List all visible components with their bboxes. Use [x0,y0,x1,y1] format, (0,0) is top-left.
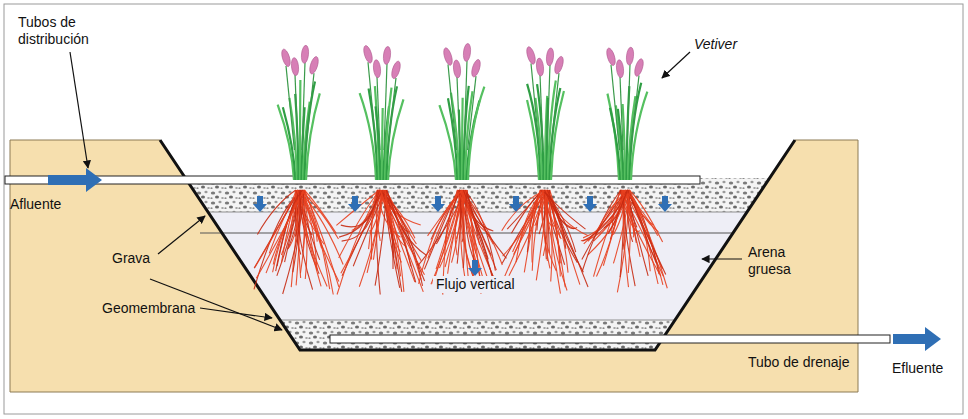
outflow-label: Efluente [892,360,962,377]
pipe-label: Tubo de drenaje [748,354,858,371]
layer-label: Grava [112,250,172,267]
frame [4,4,963,414]
outflow-arrow [893,327,941,351]
inflow-label: Afluente [10,196,100,213]
plant-label: Vetiver [694,36,774,53]
vetiver-roots [254,190,667,295]
flow-label: Flujo vertical [433,276,518,293]
inflow-arrow [48,168,102,192]
layer-line [280,320,675,321]
drain-pipe [330,335,890,343]
pipe-label: Tubos de distribución [18,14,138,48]
leader-lines [70,52,742,330]
flow-arrows [253,196,672,276]
vetiver-plants [278,43,648,180]
geomembrane [160,140,795,350]
distribution-pipe [5,176,700,184]
membrane-label: Geomembrana [102,300,202,317]
layer-label: Arena gruesa [748,244,810,278]
